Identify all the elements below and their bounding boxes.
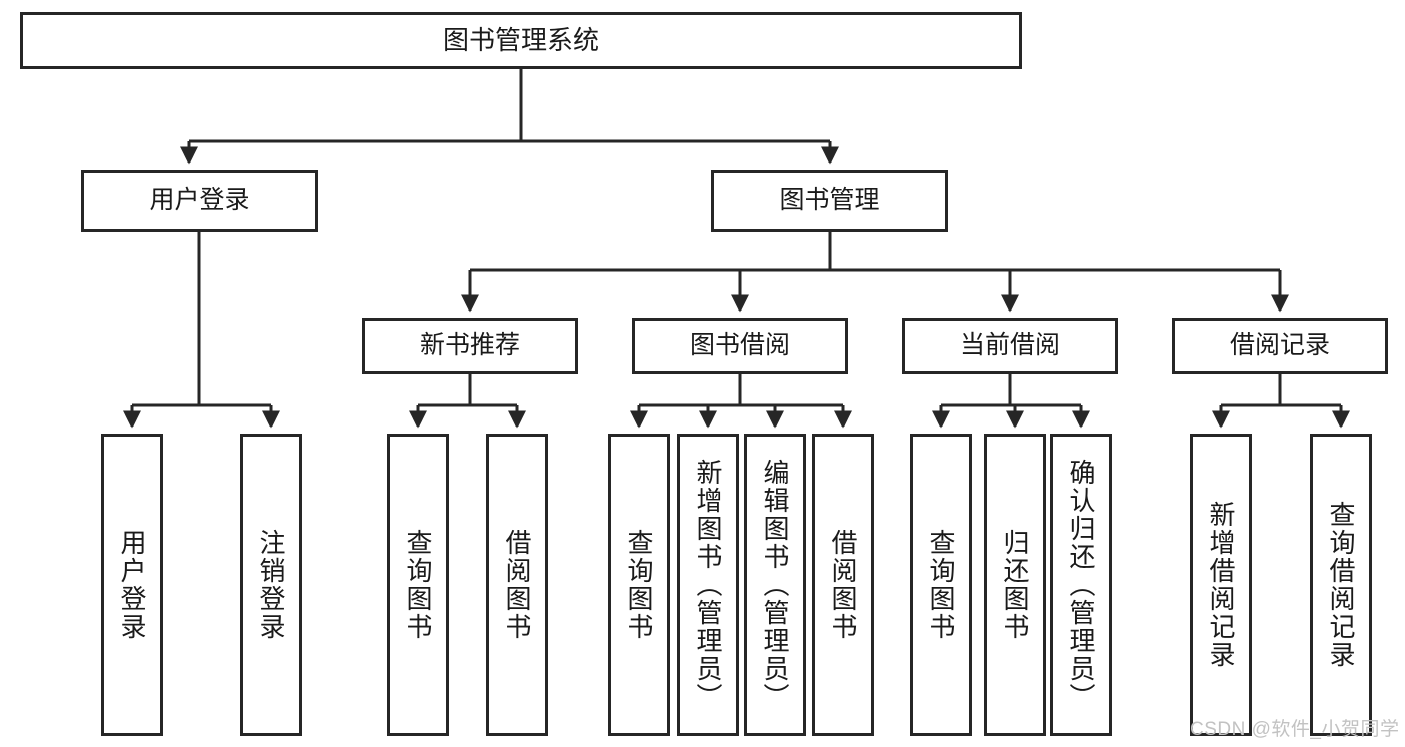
- node-borrow-record[interactable]: 借阅记录: [1172, 318, 1388, 374]
- leaf-label: 查询图书: [926, 529, 956, 641]
- node-leaf-user-login[interactable]: 用户登录: [101, 434, 163, 736]
- leaf-label: 用户登录: [117, 529, 147, 641]
- leaf-label: 新增借阅记录: [1206, 501, 1236, 669]
- leaf-label: 查询图书: [403, 529, 433, 641]
- leaf-label: 归还图书: [1000, 529, 1030, 641]
- node-root-system[interactable]: 图书管理系统: [20, 12, 1022, 69]
- node-leaf-query-book-rec[interactable]: 查询图书: [387, 434, 449, 736]
- node-user-login[interactable]: 用户登录: [81, 170, 318, 232]
- node-current-borrow[interactable]: 当前借阅: [902, 318, 1118, 374]
- node-leaf-user-logout[interactable]: 注销登录: [240, 434, 302, 736]
- node-leaf-confirm-return-admin[interactable]: 确认归还（管理员）: [1050, 434, 1112, 736]
- leaf-label: 查询图书: [624, 529, 654, 641]
- node-leaf-query-book-borrow[interactable]: 查询图书: [608, 434, 670, 736]
- leaf-label: 借阅图书: [502, 529, 532, 641]
- node-leaf-return-book[interactable]: 归还图书: [984, 434, 1046, 736]
- leaf-label: 借阅图书: [828, 529, 858, 641]
- leaf-label: 查询借阅记录: [1326, 501, 1356, 669]
- node-book-borrow[interactable]: 图书借阅: [632, 318, 848, 374]
- node-leaf-borrow-book[interactable]: 借阅图书: [812, 434, 874, 736]
- leaf-label: 确认归还（管理员）: [1066, 459, 1096, 711]
- watermark-csdn: CSDN @软件_小贺同学: [1190, 719, 1400, 740]
- node-leaf-add-book-admin[interactable]: 新增图书（管理员）: [677, 434, 739, 736]
- node-leaf-borrow-book-rec[interactable]: 借阅图书: [486, 434, 548, 736]
- leaf-label: 编辑图书（管理员）: [760, 459, 790, 711]
- node-new-book-recommend[interactable]: 新书推荐: [362, 318, 578, 374]
- node-leaf-query-borrow-record[interactable]: 查询借阅记录: [1310, 434, 1372, 736]
- node-leaf-add-borrow-record[interactable]: 新增借阅记录: [1190, 434, 1252, 736]
- node-book-manage[interactable]: 图书管理: [711, 170, 948, 232]
- node-leaf-edit-book-admin[interactable]: 编辑图书（管理员）: [744, 434, 806, 736]
- node-leaf-query-book-cur[interactable]: 查询图书: [910, 434, 972, 736]
- leaf-label: 新增图书（管理员）: [693, 459, 723, 711]
- leaf-label: 注销登录: [256, 529, 286, 641]
